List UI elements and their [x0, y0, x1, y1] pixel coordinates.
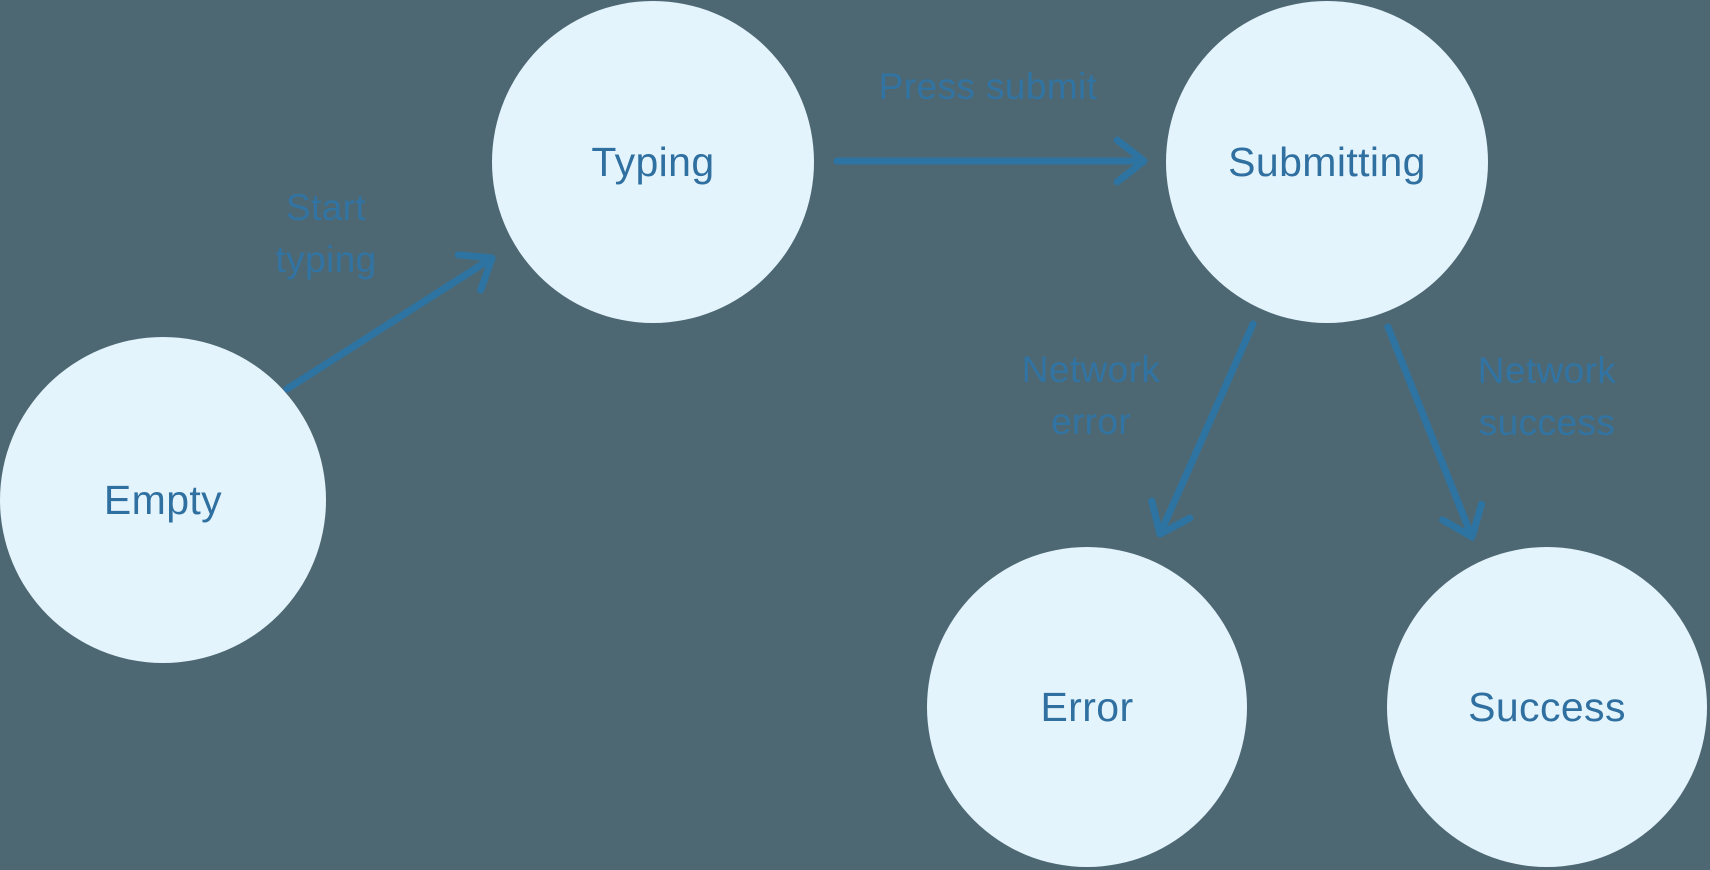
transition-arrow-start-typing [283, 254, 496, 393]
transition-label-network-error: Network error [1022, 344, 1161, 448]
transition-label-line: success [1478, 402, 1616, 443]
transition-label-line: typing [275, 239, 377, 280]
transition-label-line: Start [285, 187, 367, 228]
transition-arrowhead-network-success [1439, 500, 1485, 541]
state-node-typing: Typing [492, 1, 814, 323]
transition-label-line: Press submit [878, 66, 1098, 107]
state-node-label-submitting: Submitting [1228, 138, 1426, 185]
transition-label-line: Network [1477, 350, 1617, 391]
state-node-error: Error [927, 547, 1247, 867]
state-node-label-empty: Empty [103, 476, 223, 523]
state-node-label-error: Error [1040, 683, 1134, 730]
transition-arrow-network-error [1156, 320, 1257, 538]
transition-arrow-network-success [1384, 323, 1476, 541]
transition-arrowhead-press-submit [1113, 136, 1148, 186]
transition-label-network-success: Network success [1478, 345, 1617, 449]
transition-label-line: error [1050, 401, 1132, 442]
state-node-label-success: Success [1468, 683, 1626, 730]
transition-label-press-submit: Press submit [879, 61, 1098, 113]
transition-label-line: Network [1021, 349, 1161, 390]
state-node-empty: Empty [0, 337, 326, 663]
transition-arrowhead-network-error [1148, 497, 1194, 538]
transition-label-start-typing: Start typing [275, 182, 376, 286]
state-node-submitting: Submitting [1166, 1, 1488, 323]
state-node-success: Success [1387, 547, 1707, 867]
state-node-label-typing: Typing [591, 138, 715, 185]
transition-arrowhead-start-typing [454, 251, 496, 294]
